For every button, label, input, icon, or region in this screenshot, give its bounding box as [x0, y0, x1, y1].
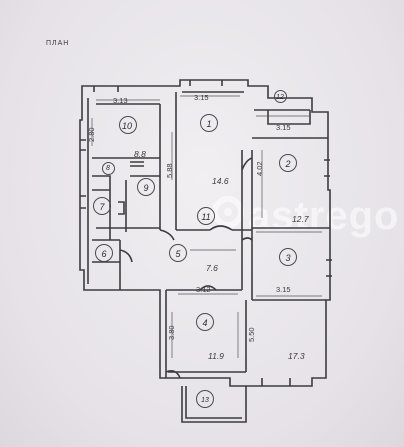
- room-marker-circle: [93, 197, 111, 215]
- area-label: 7.6: [206, 263, 218, 273]
- room-marker-circle: [95, 244, 113, 262]
- dimension-label: 4.02: [255, 161, 264, 176]
- room-number: 3: [285, 253, 291, 263]
- room-number: 10: [121, 121, 132, 131]
- room-marker-circle: [274, 90, 287, 103]
- area-label: 12.7: [292, 214, 309, 224]
- area-label: 11.9: [208, 351, 224, 361]
- room-number: 1: [206, 119, 212, 129]
- dimension-label: 3.15: [194, 93, 209, 102]
- dimension-label: 5.88: [165, 163, 174, 178]
- dimension-label: 3.80: [167, 325, 176, 340]
- room-number: 9: [143, 183, 149, 193]
- room-marker-circle: [137, 178, 155, 196]
- room-marker-circle: [196, 313, 214, 331]
- area-label: 14.6: [212, 176, 229, 186]
- room-marker-circle: [197, 207, 215, 225]
- room-marker-circle: [196, 390, 214, 408]
- room-number: 11: [201, 212, 211, 222]
- room-marker-circle: [169, 244, 187, 262]
- dimension-label: 3.15: [276, 123, 291, 132]
- watermark-logo-icon: [212, 196, 244, 228]
- room-marker-circle: [200, 114, 218, 132]
- room-number: 12: [276, 94, 284, 101]
- room-number: 2: [285, 159, 291, 169]
- room-marker-circle: [279, 154, 297, 172]
- area-label: 8.8: [134, 149, 146, 159]
- dimension-label: 2.80: [87, 127, 96, 142]
- dimension-label: 5.50: [247, 327, 256, 342]
- room-number: 7: [99, 202, 105, 212]
- room-number: 5: [175, 249, 181, 259]
- dimension-label: 3.12: [196, 285, 211, 294]
- room-number: 8: [106, 165, 110, 172]
- room-number: 6: [101, 249, 107, 259]
- plan-title: ПЛАН: [46, 40, 70, 47]
- room-marker-circle: [102, 162, 115, 175]
- room-marker-circle: [279, 248, 297, 266]
- room-number: 4: [202, 318, 208, 328]
- dimension-label: 3.13: [113, 96, 128, 105]
- area-label: 17.3: [288, 351, 305, 361]
- room-number: 13: [201, 397, 209, 404]
- dimension-label: 3.15: [276, 285, 291, 294]
- watermark-text: astrego: [248, 194, 400, 238]
- room-marker-circle: [119, 116, 137, 134]
